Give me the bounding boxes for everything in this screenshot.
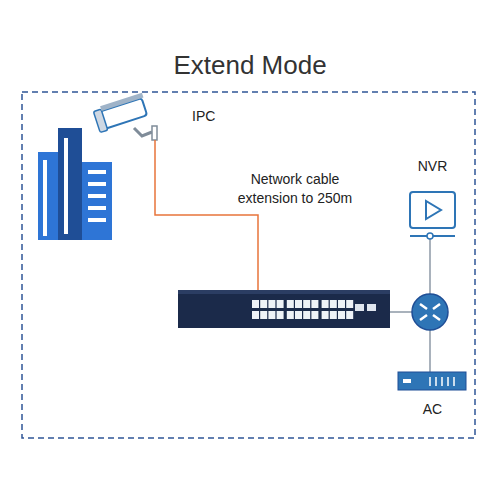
- sfp-port: [367, 304, 376, 311]
- ethernet-port: [260, 311, 267, 319]
- ethernet-port: [338, 311, 345, 319]
- nvr-screen: [410, 192, 455, 228]
- device-label: IPC: [192, 108, 215, 124]
- ethernet-port: [260, 300, 267, 308]
- link-line: [429, 330, 431, 372]
- diagram-title: Extend Mode: [0, 50, 500, 81]
- building-window: [88, 218, 106, 222]
- link-line: [429, 238, 431, 294]
- dashed-frame: [22, 92, 475, 438]
- nvr-base: [427, 233, 433, 239]
- building-window: [88, 194, 106, 198]
- ethernet-port: [252, 311, 259, 319]
- ethernet-port: [277, 311, 284, 319]
- ethernet-port: [311, 311, 318, 319]
- camera-lens: [93, 109, 107, 132]
- sfp-port: [355, 304, 364, 311]
- router-illustration: [412, 294, 448, 330]
- ethernet-port: [268, 300, 275, 308]
- ac-body: [398, 372, 466, 390]
- camera-hood: [100, 93, 143, 111]
- ethernet-port: [303, 311, 310, 319]
- building-window: [88, 170, 106, 174]
- building-window: [64, 138, 68, 234]
- ethernet-port: [330, 300, 337, 308]
- device-label: NVR: [405, 158, 460, 174]
- switch-ports: [252, 300, 353, 319]
- cable-note: Network cable extension to 250m: [222, 170, 368, 208]
- router-body: [412, 294, 448, 330]
- building-tower: [82, 162, 112, 240]
- camera-illustration: [92, 93, 157, 140]
- ethernet-port: [287, 300, 294, 308]
- ac-led: [403, 379, 411, 383]
- nvr-node: NVR: [405, 155, 460, 240]
- nvr-illustration: [410, 192, 455, 239]
- ethernet-port: [322, 311, 329, 319]
- ac-node: AC: [395, 368, 470, 420]
- ac-illustration: [398, 372, 466, 390]
- ethernet-port: [252, 300, 259, 308]
- camera-node: IPC: [94, 96, 226, 146]
- network-cable: [155, 140, 258, 305]
- ethernet-port: [295, 300, 302, 308]
- building-window: [88, 182, 106, 186]
- ethernet-port: [346, 311, 353, 319]
- building-tower: [58, 128, 82, 240]
- ethernet-port: [303, 300, 310, 308]
- router-arrows: [420, 304, 440, 320]
- ac-vents: [430, 377, 454, 386]
- ethernet-port: [295, 311, 302, 319]
- camera-mount: [134, 128, 152, 136]
- ethernet-port: [338, 300, 345, 308]
- building-window: [88, 206, 106, 210]
- switch-illustration: [178, 290, 390, 328]
- ethernet-port: [268, 311, 275, 319]
- building-tower: [38, 152, 60, 240]
- building-window: [43, 160, 47, 236]
- device-label: AC: [395, 401, 470, 417]
- link-line: [390, 311, 412, 313]
- building-illustration: [38, 128, 112, 240]
- switch-edge: [178, 290, 390, 294]
- camera-mount: [152, 126, 157, 140]
- ethernet-port: [346, 300, 353, 308]
- ethernet-port: [277, 300, 284, 308]
- ethernet-port: [322, 300, 329, 308]
- ethernet-port: [311, 300, 318, 308]
- ethernet-port: [287, 311, 294, 319]
- switch-body: [178, 290, 390, 328]
- ethernet-port: [330, 311, 337, 319]
- play-symbol: [426, 201, 441, 219]
